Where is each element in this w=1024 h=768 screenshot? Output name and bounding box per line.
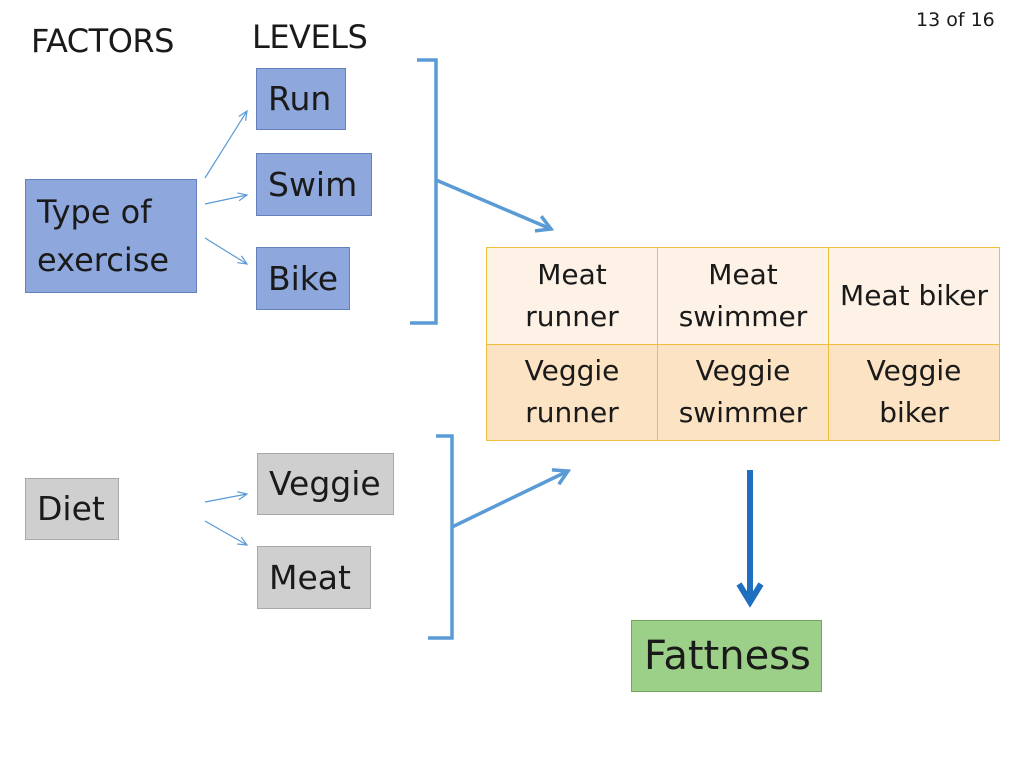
level-veggie-box: Veggie (257, 453, 394, 515)
level-run-label: Run (268, 79, 332, 119)
level-swim-label: Swim (268, 164, 358, 204)
arrow-exercise-run (204, 109, 248, 179)
arrow-exercise-swim (204, 192, 249, 205)
levels-header: LEVELS (252, 18, 368, 56)
table-row-veggie: Veggie runner Veggie swimmer Veggie bike… (486, 343, 1000, 441)
cell-veggie-biker: Veggie biker (828, 343, 1000, 441)
level-bike-label: Bike (268, 258, 339, 298)
arrow-exercise-to-table (435, 178, 555, 233)
cell-meat-swimmer: Meat swimmer (657, 247, 829, 345)
diet-bracket (428, 434, 454, 640)
arrow-diet-to-table (451, 468, 572, 529)
exercise-bracket (410, 58, 438, 325)
factor-diet-label: Diet (37, 489, 105, 529)
outcome-box: Fattness (631, 620, 822, 692)
table-row-meat: Meat runner Meat swimmer Meat biker (486, 247, 1000, 345)
cell-meat-biker: Meat biker (828, 247, 1000, 345)
level-swim-box: Swim (256, 153, 372, 216)
factor-exercise-box: Type of exercise (25, 179, 197, 293)
factor-exercise-label: Type of exercise (37, 193, 170, 279)
level-bike-box: Bike (256, 247, 350, 310)
factor-diet-box: Diet (25, 478, 119, 540)
outcome-label: Fattness (644, 633, 811, 679)
factors-header: FACTORS (31, 22, 174, 60)
level-meat-box: Meat (257, 546, 371, 609)
level-veggie-label: Veggie (269, 464, 381, 504)
cell-meat-runner: Meat runner (486, 247, 658, 345)
cell-veggie-runner: Veggie runner (486, 343, 658, 441)
combination-table: Meat runner Meat swimmer Meat biker Vegg… (486, 247, 1000, 441)
page-indicator: 13 of 16 (916, 9, 995, 31)
level-meat-label: Meat (269, 557, 351, 597)
level-run-box: Run (256, 68, 346, 130)
arrow-exercise-bike (204, 237, 249, 265)
arrow-diet-meat (204, 520, 249, 546)
cell-veggie-swimmer: Veggie swimmer (657, 343, 829, 441)
arrow-diet-veggie (204, 491, 249, 503)
